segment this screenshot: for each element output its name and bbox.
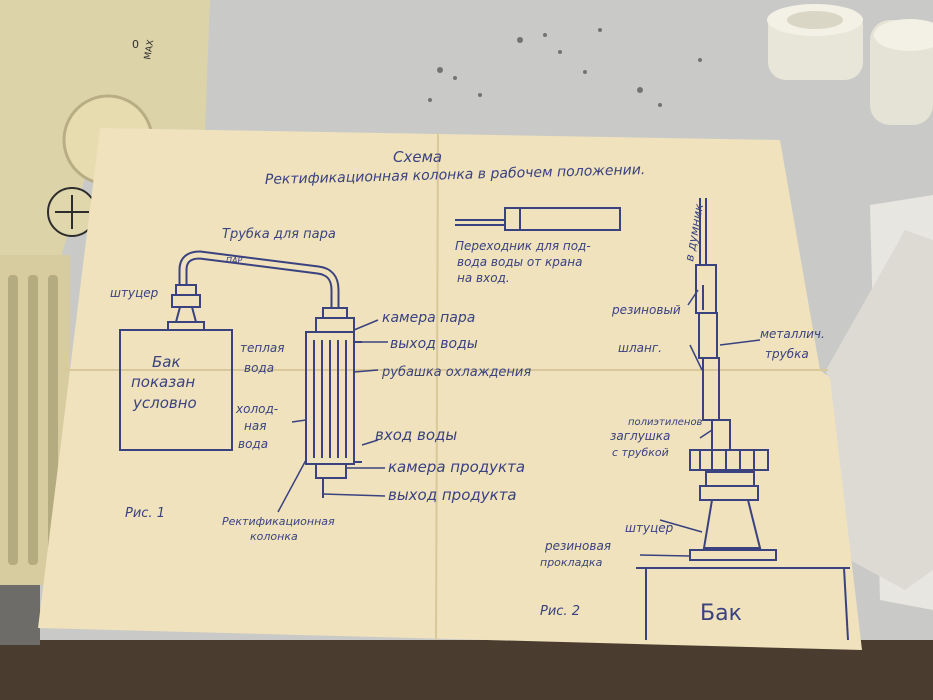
tank-1 (119, 329, 233, 451)
panel-zero-mark: 0 (132, 38, 139, 51)
metal-tube-label-line2: трубка (765, 347, 809, 361)
plug-label-line1: полиэтиленов (628, 417, 703, 428)
product-chamber (315, 463, 347, 479)
rubber-hose-label-line2: шланг. (618, 341, 662, 355)
figure-1-label: Рис. 1 (125, 506, 165, 521)
fitting-1-label: штуцер (110, 286, 159, 300)
plastic-bushings (767, 4, 933, 125)
water-out-label: выход воды (390, 336, 478, 352)
column-label-line2: колонка (250, 530, 298, 543)
warm-water-label-line2: вода (244, 361, 274, 375)
sheet-title: Схема (393, 148, 442, 166)
figure-2-label: Рис. 2 (540, 604, 580, 619)
product-chamber-label: камера продукта (388, 458, 525, 476)
plug-label-line2: заглушка (610, 429, 670, 443)
soot-stains (428, 28, 702, 107)
adapter-drawing (455, 207, 621, 231)
fitting-2 (702, 499, 762, 549)
figure-1 (119, 250, 388, 513)
cold-water-label-line1: холод- (235, 402, 278, 416)
fitting-2-label: штуцер (625, 521, 674, 535)
tank-1-label-line1: Бак (152, 353, 181, 371)
steam-on-tube-label: ПАР (226, 256, 242, 265)
rubber-hose-label-line1: резиновый (611, 303, 681, 317)
adapter-label-line1: Переходник для под- (455, 239, 591, 253)
panel-max-mark: MAX (143, 39, 156, 61)
gasket-label-line2: прокладка (540, 556, 603, 569)
adapter-label-line3: на вход. (457, 271, 510, 285)
tank-1-label-line2: показан (131, 373, 195, 391)
product-out-label: выход продукта (388, 486, 517, 504)
metal-tube-label-line1: металлич. (760, 327, 825, 341)
tank-2-label: Бак (700, 601, 742, 626)
fold-vertical (435, 132, 439, 641)
schematic-sheet: Схема Ректификационная колонка в рабочем… (38, 128, 862, 650)
cooling-jacket-label: рубашка охлаждения (381, 365, 531, 380)
figure-2 (636, 198, 850, 641)
plug-label-line3: с трубкой (612, 446, 669, 459)
cold-water-label-line2: ная (244, 419, 266, 433)
column-label-line1: Ректификационная (222, 515, 335, 528)
floor-strip (0, 640, 933, 700)
tank-1-label-line3: условно (132, 394, 197, 412)
steam-tube-label: Трубка для пара (222, 227, 336, 242)
warm-water-label-line1: теплая (240, 341, 284, 355)
adapter-label-line2: вода воды от крана (457, 255, 582, 269)
gasket-label-line1: резиновая (544, 539, 611, 553)
steam-chamber-label: камера пара (382, 310, 475, 326)
gasket (689, 549, 777, 561)
water-in-label: вход воды (375, 426, 457, 444)
cold-water-label-line3: вода (238, 437, 268, 451)
